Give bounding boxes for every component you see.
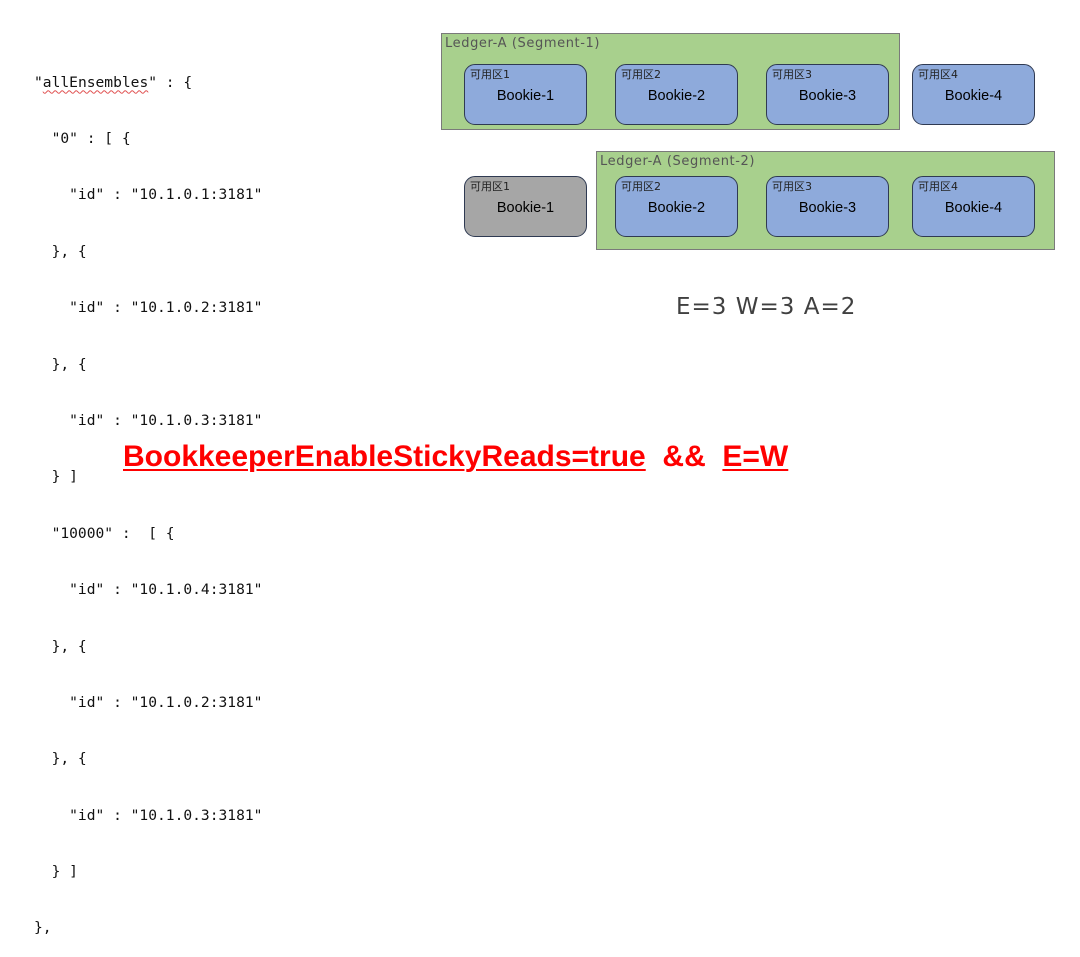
bookie-name: Bookie-1 [496, 200, 555, 216]
bookie-name: Bookie-4 [944, 200, 1003, 216]
code-line: } ] [34, 863, 78, 881]
bookie-name: Bookie-2 [647, 200, 706, 216]
zone-label: 可用区4 [918, 180, 958, 193]
code-line: }, { [34, 355, 87, 373]
quorum-params: E=3 W=3 A=2 [676, 294, 857, 320]
code-line: "id" : "10.1.0.3:3181" [34, 806, 263, 824]
spellcheck-key: allEnsembles [42, 73, 149, 91]
segment-2-bookie-2: 可用区2 Bookie-2 [615, 176, 738, 237]
bookie-name: Bookie-2 [647, 88, 706, 104]
bookie-name: Bookie-1 [496, 88, 555, 104]
zone-label: 可用区3 [772, 180, 812, 193]
bookie-name: Bookie-4 [944, 88, 1003, 104]
segment-1-bookie-2: 可用区2 Bookie-2 [615, 64, 738, 125]
code-line: "id" : "10.1.0.1:3181" [34, 186, 263, 204]
zone-label: 可用区2 [621, 68, 661, 81]
code-line: }, [34, 919, 52, 937]
segment-2-bookie-1-unavailable: 可用区1 Bookie-1 [464, 176, 587, 237]
zone-label: 可用区4 [918, 68, 958, 81]
segment-2-bookie-4: 可用区4 Bookie-4 [912, 176, 1035, 237]
code-line: "id" : "10.1.0.2:3181" [34, 299, 263, 317]
code-line: }, { [34, 750, 87, 768]
segment-2-bookie-3: 可用区3 Bookie-3 [766, 176, 889, 237]
code-line: }, { [34, 242, 87, 260]
ensemble-equals-write-quorum: E=W [722, 440, 789, 473]
zone-label: 可用区1 [470, 180, 510, 193]
code-line: "id" : "10.1.0.3:3181" [34, 411, 263, 429]
segment-1-bookie-3: 可用区3 Bookie-3 [766, 64, 889, 125]
segment-1-title: Ledger-A (Segment-1) [445, 36, 601, 51]
zone-label: 可用区3 [772, 68, 812, 81]
bookie-name: Bookie-3 [798, 200, 857, 216]
zone-label: 可用区1 [470, 68, 510, 81]
segment-1-bookie-1: 可用区1 Bookie-1 [464, 64, 587, 125]
json-code-block: "allEnsembles" : { "0" : [ { "id" : "10.… [34, 36, 262, 957]
sticky-reads-setting: BookkeeperEnableStickyReads=true [123, 440, 646, 473]
bookie-name: Bookie-3 [798, 88, 857, 104]
sticky-reads-condition: BookkeeperEnableStickyReads=true && E=W [123, 440, 789, 473]
code-line: "10000" : [ { [34, 524, 175, 542]
code-line: }, { [34, 637, 87, 655]
segment-1-bookie-4: 可用区4 Bookie-4 [912, 64, 1035, 125]
code-line: "allEnsembles" : { [34, 73, 193, 91]
zone-label: 可用区2 [621, 180, 661, 193]
code-line: "0" : [ { [34, 129, 131, 147]
segment-2-title: Ledger-A (Segment-2) [600, 154, 756, 169]
code-line: } ] [34, 468, 78, 486]
code-line: "id" : "10.1.0.2:3181" [34, 693, 263, 711]
code-line: "id" : "10.1.0.4:3181" [34, 581, 263, 599]
